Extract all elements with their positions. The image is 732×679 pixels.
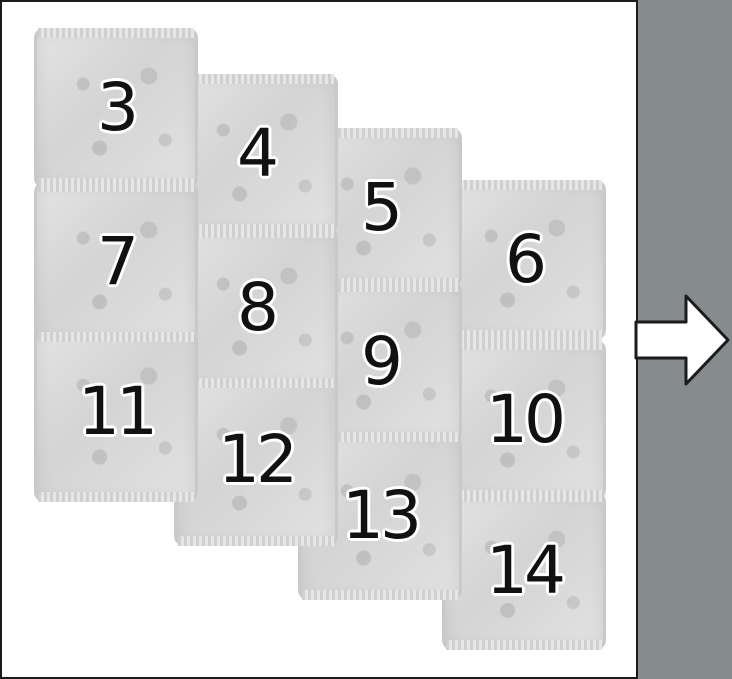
bag-label: 7: [34, 229, 198, 295]
bag-7: 7: [34, 182, 198, 342]
bag-label: 3: [34, 75, 198, 141]
bag-3: 3: [34, 28, 198, 188]
bag-12: 12: [174, 374, 338, 546]
bag-label: 6: [442, 227, 606, 293]
bag-label: 11: [34, 379, 198, 445]
bag-11: 11: [34, 322, 198, 502]
bag-10: 10: [442, 340, 606, 500]
bag-label: 12: [174, 427, 338, 493]
bag-6: 6: [442, 180, 606, 340]
bag-label: 4: [174, 121, 338, 187]
bag-8: 8: [174, 228, 338, 388]
bag-label: 8: [174, 275, 338, 341]
bag-label: 10: [442, 387, 606, 453]
bag-14: 14: [442, 492, 606, 650]
bag-4: 4: [174, 74, 338, 234]
bag-order-panel: 14 10 6 13 9 5 12 8 4 11 7 3: [0, 0, 638, 679]
right-arrow-icon: [634, 294, 732, 386]
bag-label: 14: [442, 538, 606, 604]
